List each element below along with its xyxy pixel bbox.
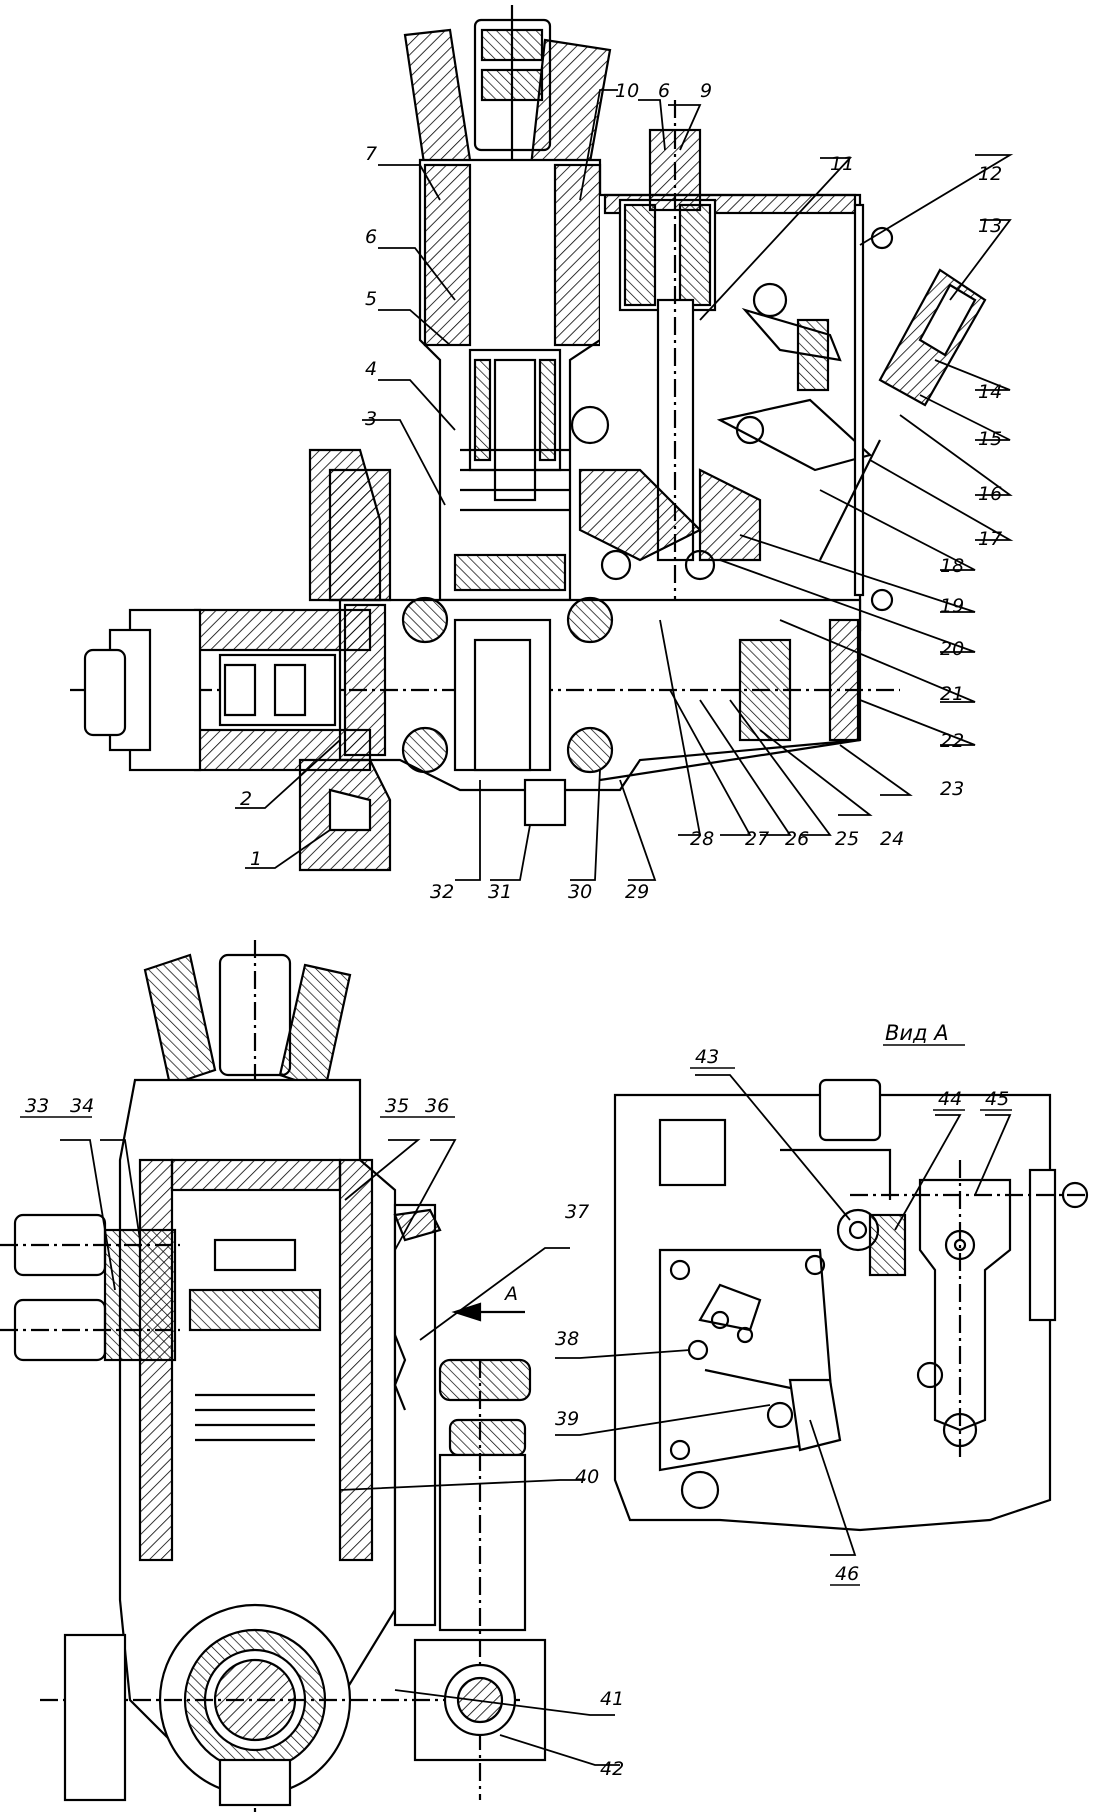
callout-18: 18 xyxy=(940,555,964,577)
callout-28: 28 xyxy=(690,828,714,850)
callout-25: 25 xyxy=(835,828,859,850)
callout-23: 23 xyxy=(940,778,964,800)
callout-33: 33 xyxy=(25,1095,49,1117)
callout-45: 45 xyxy=(985,1088,1009,1110)
callout-14: 14 xyxy=(978,381,1002,403)
callout-15: 15 xyxy=(978,428,1002,450)
callout-labels: 1 2 3 4 5 6 7 6 9 10 11 12 13 14 15 16 1… xyxy=(25,80,1009,1780)
callout-9: 9 xyxy=(700,80,712,102)
view-a-leaders xyxy=(555,1074,1012,1556)
stop-screw xyxy=(819,268,987,561)
callout-17: 17 xyxy=(978,528,1002,550)
callout-20: 20 xyxy=(940,638,964,660)
callout-7: 7 xyxy=(365,143,377,165)
callout-13: 13 xyxy=(978,215,1002,237)
callout-39: 39 xyxy=(555,1408,579,1430)
callout-40: 40 xyxy=(575,1466,599,1488)
callout-11: 11 xyxy=(830,153,854,175)
callout-1: 1 xyxy=(250,848,262,870)
callout-4: 4 xyxy=(365,358,377,380)
view-a xyxy=(555,1074,1090,1556)
callout-5: 5 xyxy=(365,288,377,310)
callout-31: 31 xyxy=(488,881,512,903)
callout-34: 34 xyxy=(70,1095,94,1117)
callout-2: 2 xyxy=(240,788,252,810)
base-camshaft xyxy=(70,596,900,827)
label-underlines xyxy=(20,1044,1012,1586)
callout-16: 16 xyxy=(978,483,1002,505)
governor-housing xyxy=(570,100,894,680)
callout-44: 44 xyxy=(938,1088,962,1110)
callout-36: 36 xyxy=(425,1095,449,1117)
callout-30: 30 xyxy=(568,881,592,903)
view-a-title: Вид А xyxy=(885,1021,949,1045)
callout-12: 12 xyxy=(978,163,1002,185)
callout-46: 46 xyxy=(835,1563,859,1585)
callout-27: 27 xyxy=(745,828,769,850)
top-section-view xyxy=(70,5,1014,881)
callout-32: 32 xyxy=(430,881,454,903)
view-a-arrow-label: A xyxy=(503,1283,518,1305)
top-leaders xyxy=(235,89,1014,881)
callout-43: 43 xyxy=(695,1046,719,1068)
callout-35: 35 xyxy=(385,1095,409,1117)
plunger-housing xyxy=(418,158,602,602)
callout-3: 3 xyxy=(365,408,377,430)
callout-41: 41 xyxy=(600,1688,624,1710)
callout-21: 21 xyxy=(940,683,964,705)
callout-37: 37 xyxy=(565,1201,589,1223)
callout-19: 19 xyxy=(940,595,964,617)
callout-22: 22 xyxy=(940,730,964,752)
side-fittings xyxy=(143,940,352,1812)
callout-26: 26 xyxy=(785,828,809,850)
drive-coupling xyxy=(83,448,392,872)
callout-6b: 6 xyxy=(658,80,670,102)
delivery-fittings xyxy=(403,5,612,260)
callout-6a: 6 xyxy=(365,226,377,248)
callout-29: 29 xyxy=(625,881,649,903)
callout-42: 42 xyxy=(600,1758,624,1780)
callout-38: 38 xyxy=(555,1328,579,1350)
side-leaders xyxy=(60,1139,620,1766)
callout-10: 10 xyxy=(615,80,639,102)
callout-24: 24 xyxy=(880,828,904,850)
side-view xyxy=(0,940,620,1812)
